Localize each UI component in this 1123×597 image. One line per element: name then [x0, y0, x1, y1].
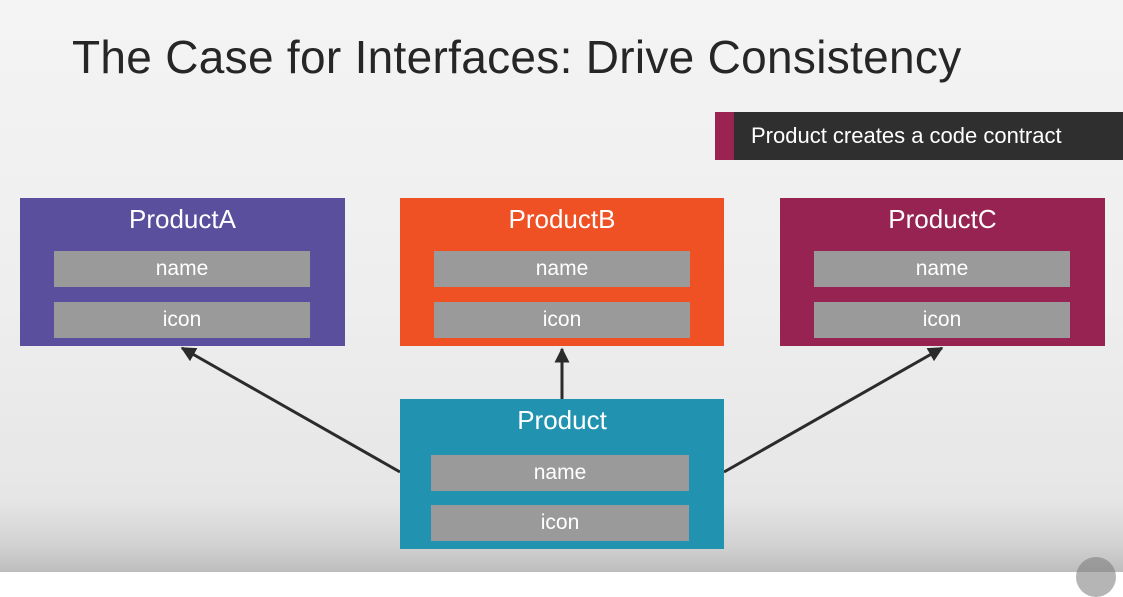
callout-text: Product creates a code contract — [751, 123, 1062, 148]
product-c-icon-field: icon — [814, 302, 1070, 338]
product-a-name-field: name — [54, 251, 310, 287]
product-interface-box: Product name icon — [400, 399, 724, 549]
product-a-icon-field: icon — [54, 302, 310, 338]
product-b-box: ProductB name icon — [400, 198, 724, 346]
inheritance-arrows — [180, 346, 944, 474]
product-interface-title: Product — [517, 405, 607, 435]
callout-accent-bar — [715, 112, 734, 160]
slide-title: The Case for Interfaces: Drive Consisten… — [72, 31, 962, 83]
product-interface-name-field: name — [431, 455, 689, 491]
arrow-to-product-c — [723, 346, 944, 474]
product-c-title: ProductC — [888, 204, 997, 234]
product-b-title: ProductB — [508, 204, 616, 234]
play-icon[interactable] — [1076, 557, 1116, 597]
callout-banner: Product creates a code contract — [715, 112, 1123, 160]
product-c-box: ProductC name icon — [780, 198, 1105, 346]
product-c-name-field: name — [814, 251, 1070, 287]
product-a-box: ProductA name icon — [20, 198, 345, 346]
arrow-to-product-a — [180, 346, 401, 474]
product-b-name-field: name — [434, 251, 690, 287]
product-interface-icon-field: icon — [431, 505, 689, 541]
product-a-title: ProductA — [129, 204, 236, 234]
product-b-icon-field: icon — [434, 302, 690, 338]
